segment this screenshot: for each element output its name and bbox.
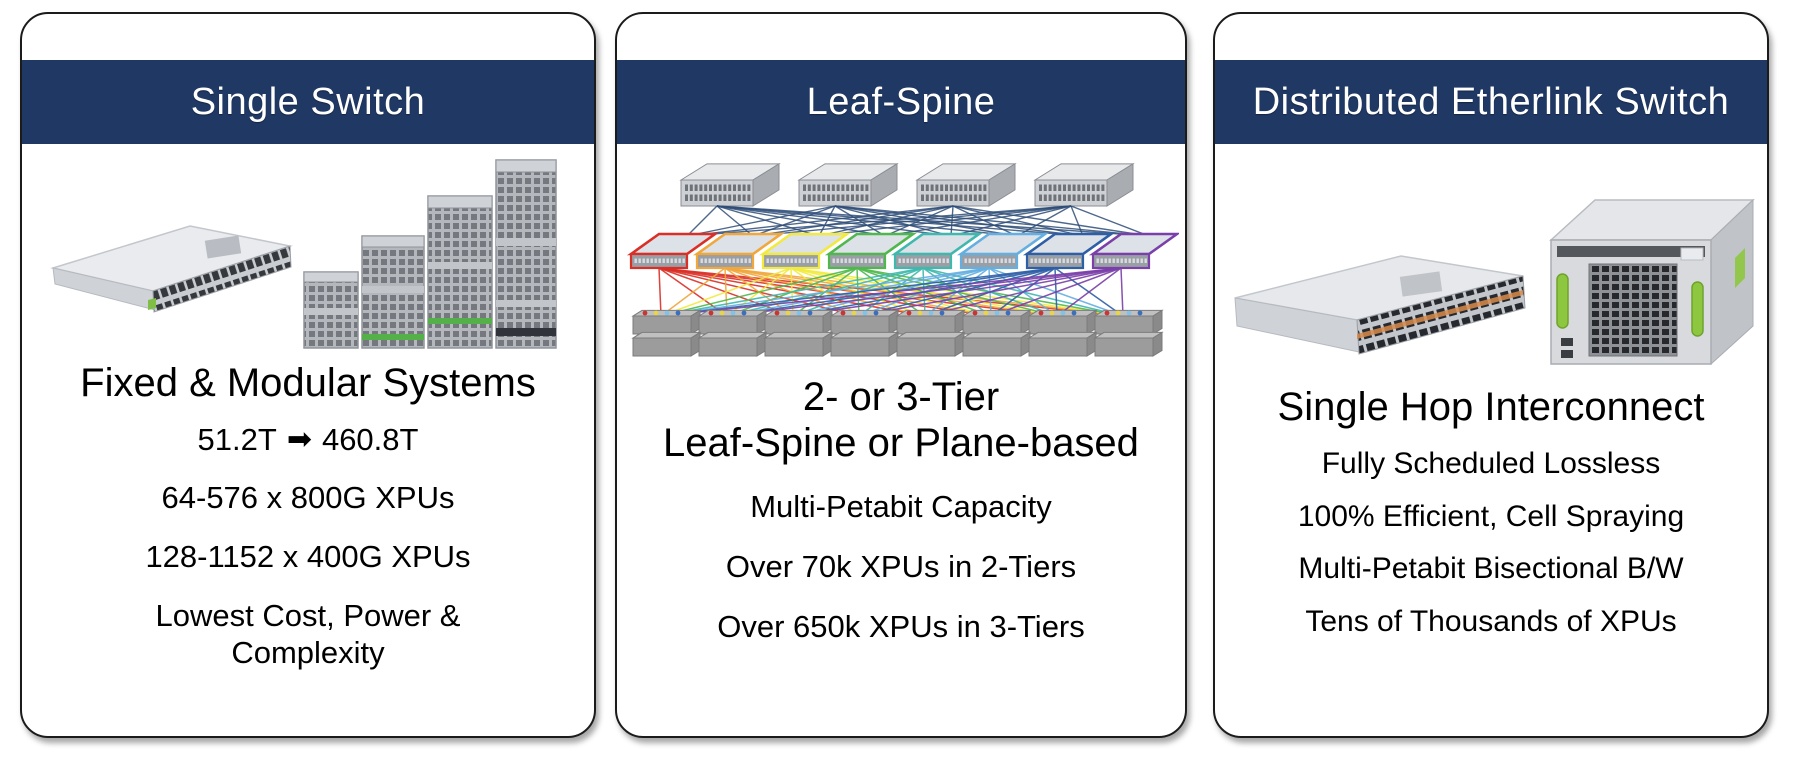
bullet-line: Over 70k XPUs in 2-Tiers — [725, 548, 1077, 584]
bullet-line: Tens of Thousands of XPUs — [1305, 604, 1677, 638]
card-leaf-spine: Leaf-Spine 2- or 3-Tier Leaf-Spine or Pl… — [615, 12, 1187, 738]
leaf-spine-diagram — [626, 162, 1179, 357]
bullet-line: Fully Scheduled Lossless — [1321, 447, 1661, 480]
card-title: Leaf-Spine — [806, 80, 996, 123]
leaf-spine-topology-image — [617, 148, 1185, 366]
bullet-line: Lowest Cost, Power & Complexity — [155, 597, 461, 671]
card-title: Single Switch — [190, 80, 426, 123]
card-single-switch-header: Single Switch — [22, 60, 594, 144]
bullet-line: Multi-Petabit Bisectional B/W — [1298, 552, 1684, 586]
card-title: Distributed Etherlink Switch — [1252, 80, 1730, 123]
card-single-switch-content: Fixed & Modular Systems 51.2T ➡ 460.8T 6… — [22, 144, 594, 672]
fixed-switch-icon — [50, 225, 293, 313]
switch-hardware-illustration — [50, 159, 557, 349]
headline-line-2: Leaf-Spine or Plane-based — [663, 421, 1139, 465]
modular-chassis-stack-icon — [303, 159, 557, 349]
headline-line-1: 2- or 3-Tier — [802, 375, 1000, 419]
card-distributed-etherlink: Distributed Etherlink Switch — [1213, 12, 1769, 738]
card-distributed-etherlink-content: Single Hop Interconnect Fully Scheduled … — [1215, 144, 1767, 640]
card-leaf-spine-content: 2- or 3-Tier Leaf-Spine or Plane-based M… — [617, 144, 1185, 645]
etherlink-hardware-image — [1215, 146, 1767, 378]
capacity-range: 51.2T ➡ 460.8T — [198, 422, 419, 458]
card-headline: Single Hop Interconnect — [1277, 385, 1705, 429]
bullet-line: 128-1152 x 400G XPUs — [145, 538, 471, 574]
card-leaf-spine-header: Leaf-Spine — [617, 60, 1185, 144]
right-arrow-icon: ➡ — [286, 422, 312, 456]
etherlink-chassis-icon — [1549, 198, 1755, 366]
etherlink-hardware-illustration — [1234, 198, 1755, 366]
2u-switch-icon — [1234, 255, 1526, 355]
capacity-from: 51.2T — [197, 422, 277, 457]
bullet-line: Over 650k XPUs in 3-Tiers — [717, 608, 1085, 644]
card-headline: 2- or 3-Tier Leaf-Spine or Plane-based — [663, 374, 1139, 466]
fixed-modular-switches-image — [22, 150, 594, 350]
card-single-switch: Single Switch — [20, 12, 596, 738]
bullet-line: 100% Efficient, Cell Spraying — [1297, 499, 1685, 533]
card-headline: Fixed & Modular Systems — [80, 361, 536, 405]
capacity-to: 460.8T — [321, 422, 419, 457]
bullet-line: 64-576 x 800G XPUs — [161, 480, 455, 515]
card-distributed-etherlink-header: Distributed Etherlink Switch — [1215, 60, 1767, 144]
bullet-line: Multi-Petabit Capacity — [750, 489, 1052, 524]
